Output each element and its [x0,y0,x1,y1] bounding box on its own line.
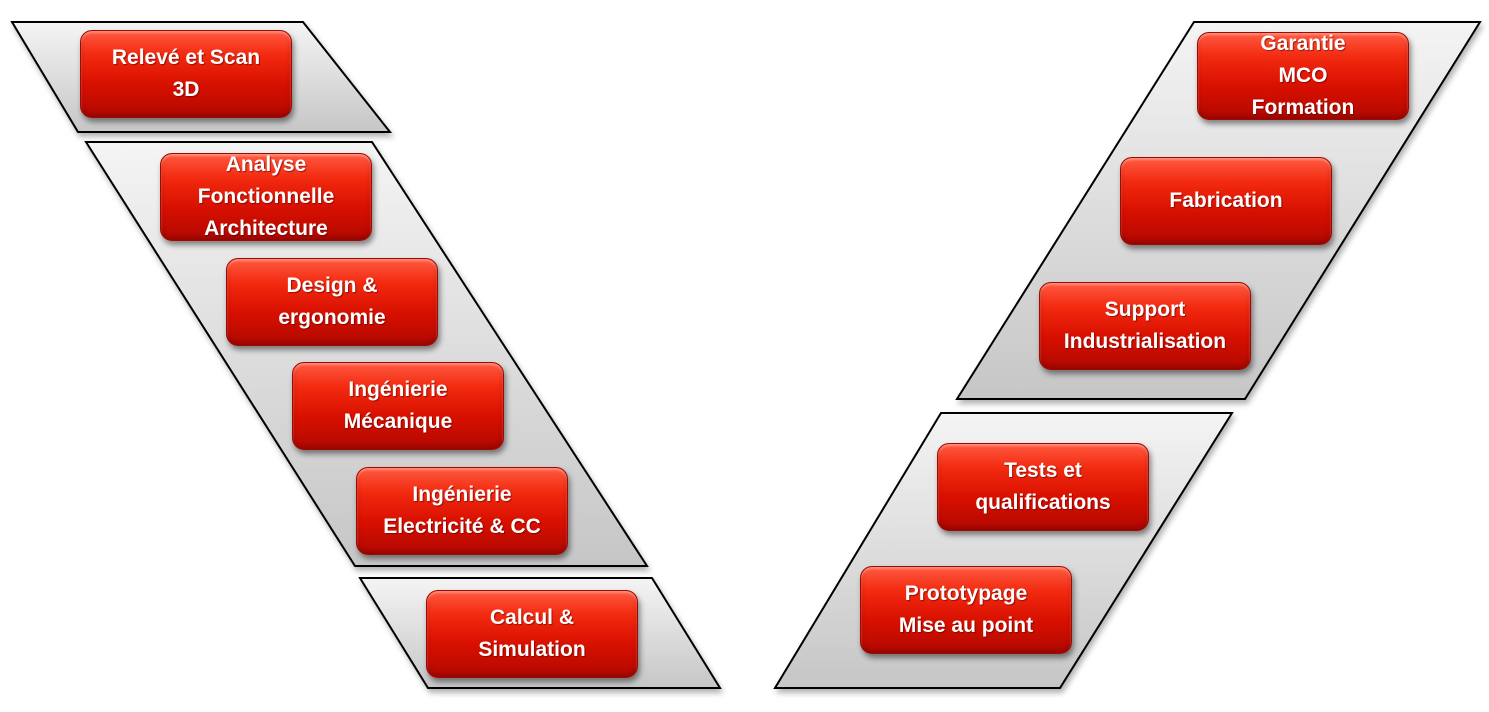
step-garantie-mco-formation: Garantie MCO Formation [1197,32,1409,120]
step-tests-qualifications: Tests et qualifications [937,443,1149,531]
step-ingenierie-mecanique: Ingénierie Mécanique [292,362,504,450]
step-calcul-simulation: Calcul & Simulation [426,590,638,678]
band-left-middle [84,141,649,567]
step-fabrication: Fabrication [1120,157,1332,245]
step-prototypage: Prototypage Mise au point [860,566,1072,654]
step-design-ergonomie: Design & ergonomie [226,258,438,346]
step-support-industrialisation: Support Industrialisation [1039,282,1251,370]
step-ingenierie-electricite: Ingénierie Electricité & CC [356,467,568,555]
step-releve-scan-3d: Relevé et Scan 3D [80,30,292,118]
step-analyse-fonctionnelle: Analyse Fonctionnelle Architecture [160,153,372,241]
